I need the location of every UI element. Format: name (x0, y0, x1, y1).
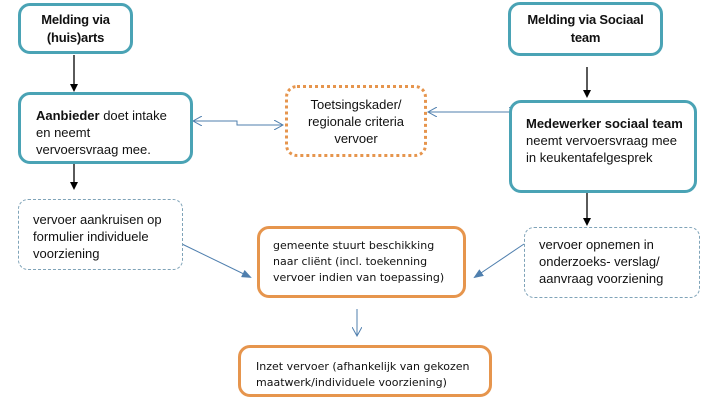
node-medewerker-bold: Medewerker sociaal team (526, 116, 683, 131)
node-inzet: Inzet vervoer (afhankelijk van gekozen m… (238, 345, 492, 397)
node-aanbieder-rest: doet intake en neemt vervoersvraag mee. (36, 108, 167, 157)
node-melding-huisarts: Melding via (huis)arts (18, 3, 133, 54)
node-aankruisen: vervoer aankruisen op formulier individu… (18, 199, 183, 270)
node-aanbieder: Aanbieder doet intake en neemt vervoersv… (18, 92, 193, 164)
node-opnemen-line1: vervoer opnemen in (539, 237, 654, 252)
node-toetsingskader-line3: vervoer (334, 130, 378, 146)
node-beschikking-line3: vervoer indien van toepassing) (273, 271, 445, 284)
node-melding-huisarts-text: Melding via (huis)arts (41, 11, 110, 45)
arrow-opnemen-to-beschikking (473, 243, 525, 279)
node-aanbieder-bold: Aanbieder (36, 108, 100, 123)
node-melding-sociaal: Melding via Sociaal team (508, 2, 663, 56)
node-opnemen: vervoer opnemen in onderzoeks- verslag/ … (524, 227, 700, 298)
node-aankruisen-text: vervoer aankruisen op formulier individu… (33, 212, 162, 261)
node-inzet-line2: maatwerk/individuele voorziening) (256, 376, 447, 389)
node-melding-sociaal-text: Melding via Sociaal team (527, 12, 644, 45)
node-medewerker-rest: neemt vervoersvraag mee in keukentafelge… (526, 133, 678, 165)
node-opnemen-line3: aanvraag voorziening (539, 271, 664, 286)
node-inzet-line1: Inzet vervoer (afhankelijk van gekozen (256, 360, 470, 373)
node-beschikking-line2: naar cliënt (incl. toekenning (273, 255, 428, 268)
node-beschikking: gemeente stuurt beschikking naar cliënt … (257, 226, 466, 298)
arrow-aanbieder-toetsingskader (193, 121, 283, 125)
node-beschikking-line1: gemeente stuurt beschikking (273, 239, 435, 252)
node-toetsingskader-line2: regionale criteria (307, 113, 405, 129)
node-toetsingskader: Toetsingskader/ regionale criteria vervo… (285, 85, 427, 157)
node-toetsingskader-line1: Toetsingskader/ (310, 96, 402, 112)
arrow-aankruisen-to-beschikking (181, 243, 252, 278)
node-opnemen-line2: onderzoeks- verslag/ (539, 254, 660, 269)
node-medewerker: Medewerker sociaal team neemt vervoersvr… (509, 100, 697, 193)
